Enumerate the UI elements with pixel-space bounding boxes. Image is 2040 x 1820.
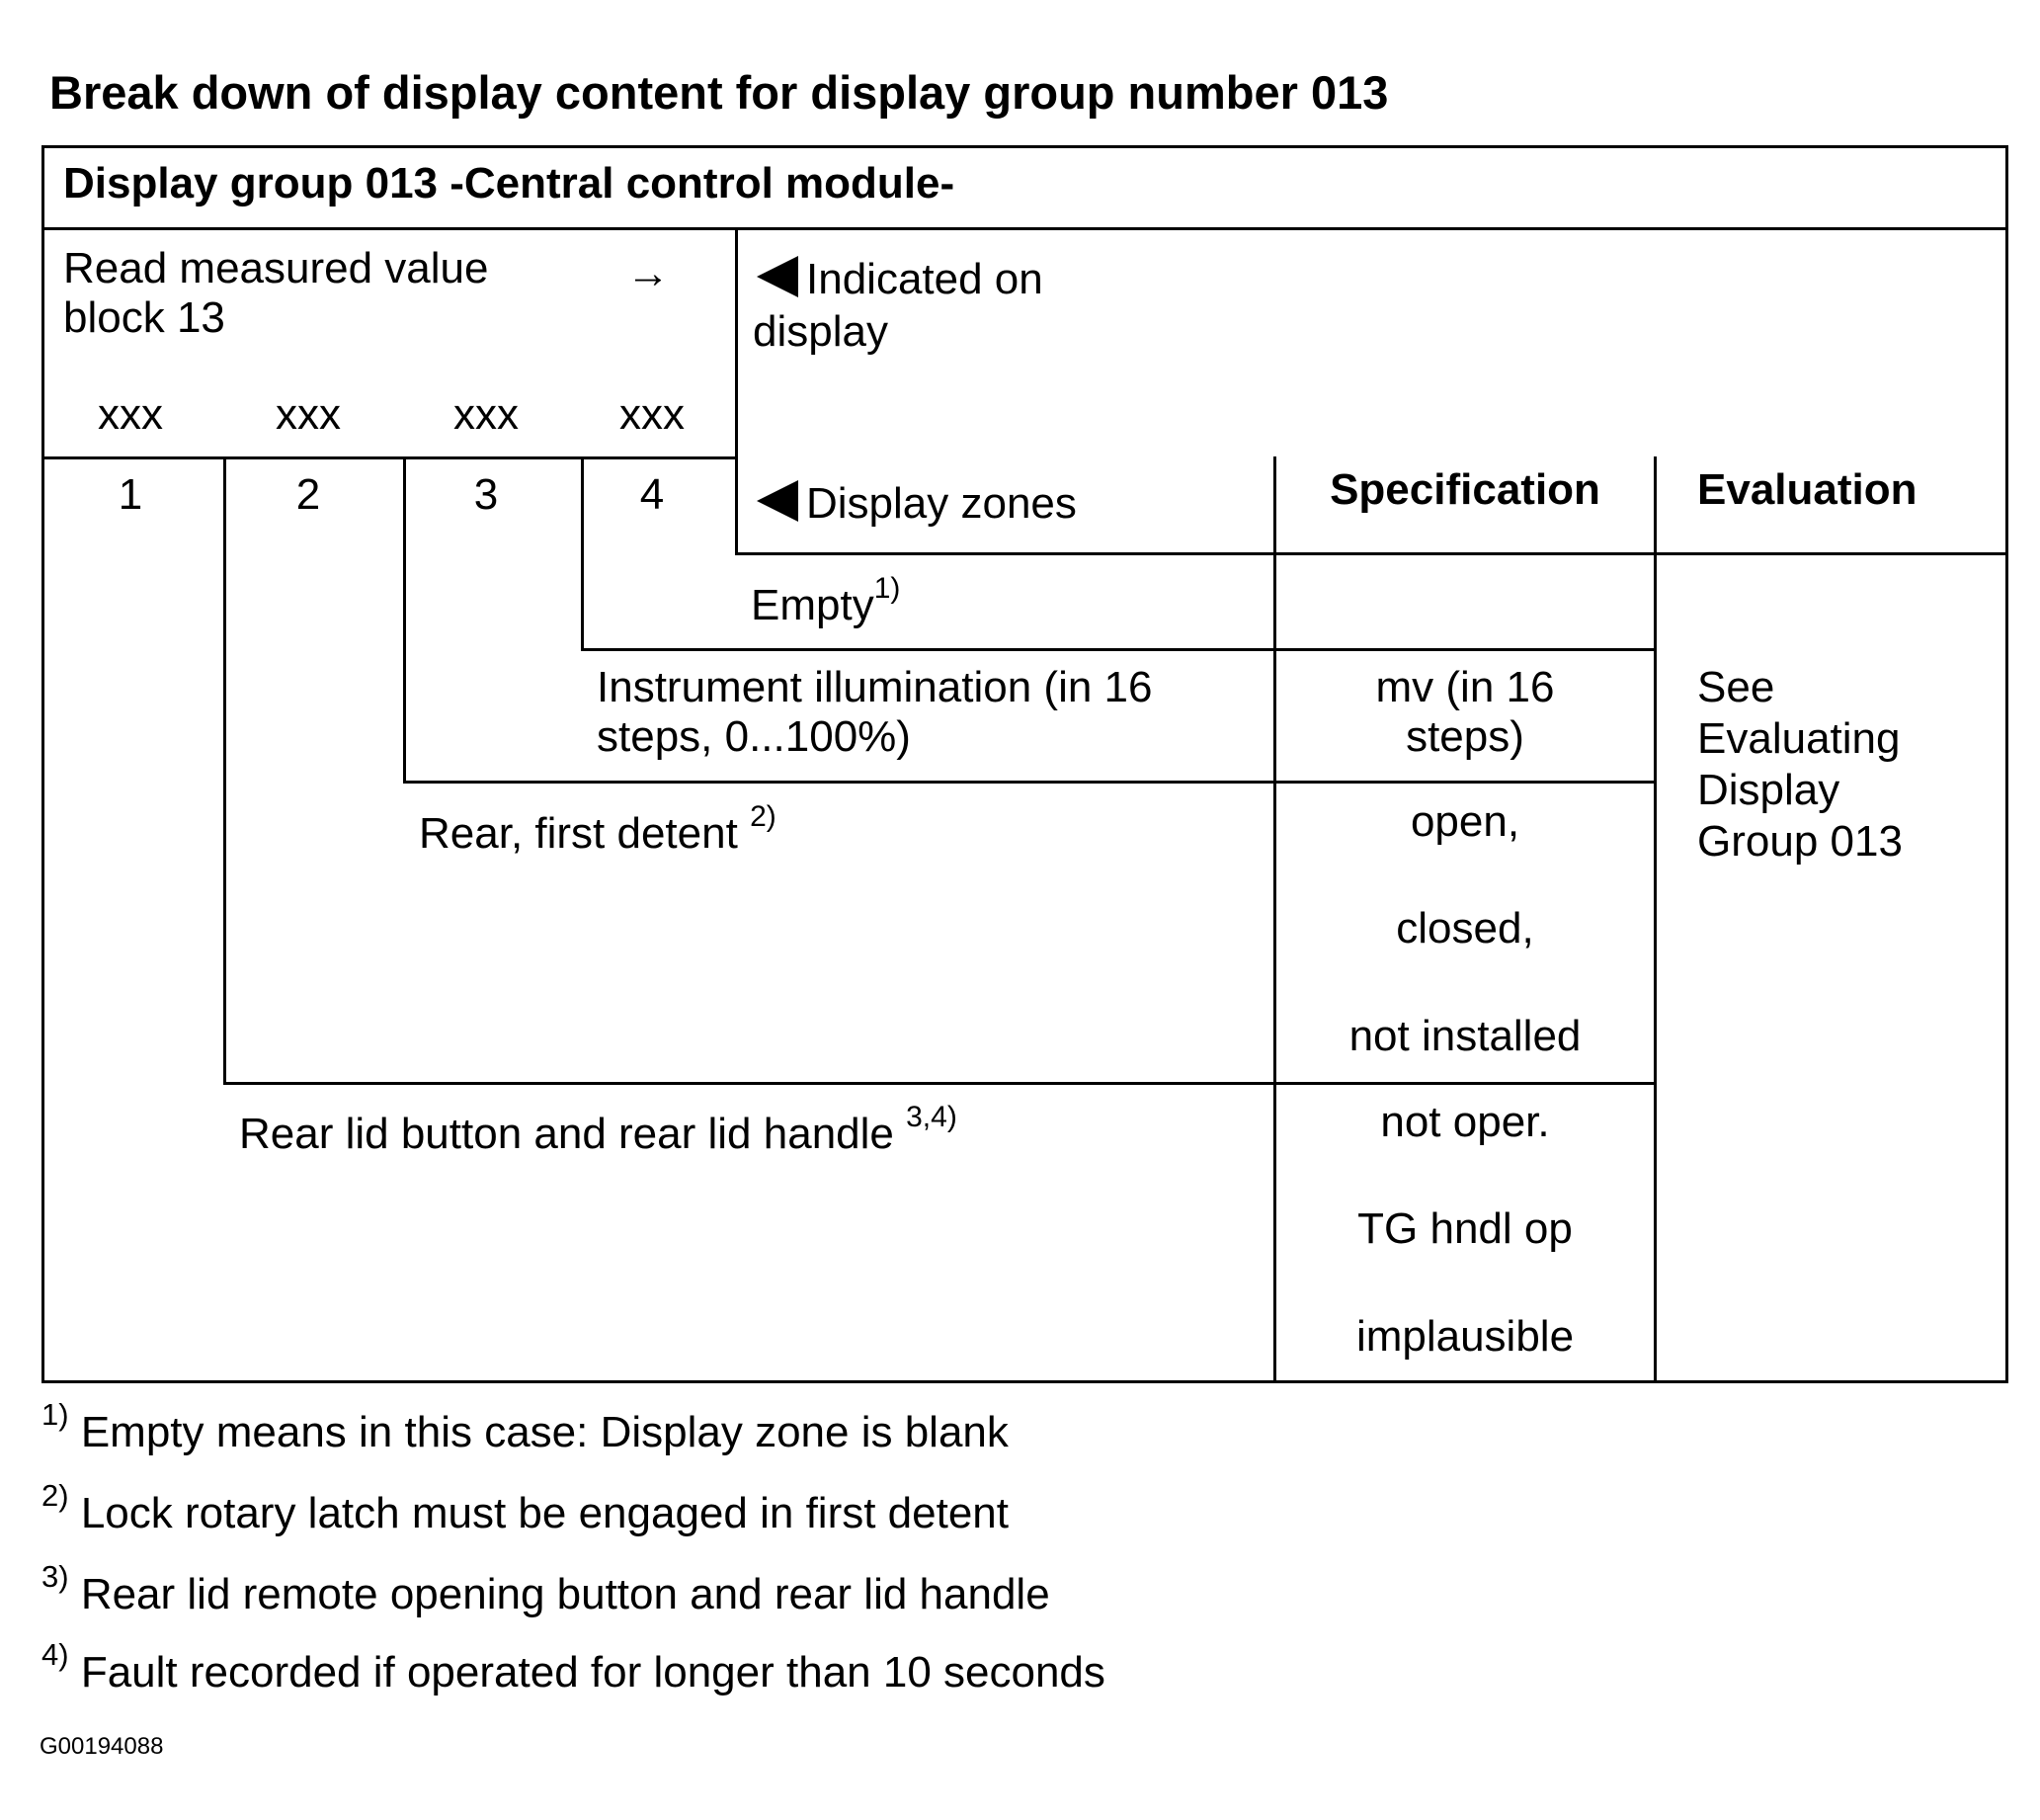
footnote-3-text: Rear lid remote opening button and rear … bbox=[80, 1570, 1050, 1618]
display-zones-text: Display zones bbox=[806, 479, 1077, 528]
evaluation-header: Evaluation bbox=[1697, 465, 1918, 514]
footnote-4-text: Fault recorded if operated for longer th… bbox=[80, 1648, 1105, 1696]
indicated-text: Indicated on bbox=[806, 255, 1043, 303]
zone-1-2-divider bbox=[223, 456, 226, 1085]
evaluation-line4: Group 013 bbox=[1697, 817, 1903, 866]
zones-header-divider bbox=[735, 552, 2008, 555]
zone-number-2: 2 bbox=[295, 470, 321, 519]
spec-illumination-line2: steps) bbox=[1406, 712, 1524, 761]
spec-rear-lid-2: TG hndl op bbox=[1357, 1204, 1573, 1253]
row-empty-footnote-ref: 1) bbox=[873, 572, 901, 606]
page-title: Break down of display content for displa… bbox=[49, 66, 1389, 119]
read-block-label-line2: block 13 bbox=[63, 293, 225, 342]
row-rear-lid-text: Rear lid button and rear lid handle bbox=[239, 1110, 894, 1158]
zone-number-1: 1 bbox=[118, 470, 143, 519]
row-3-divider bbox=[223, 1082, 1654, 1085]
placeholder-2: xxx bbox=[276, 390, 341, 439]
figure-code: G00194088 bbox=[40, 1733, 164, 1760]
spec-column-right bbox=[1654, 456, 1657, 1383]
footnote-1: 1) Empty means in this case: Display zon… bbox=[41, 1399, 1009, 1457]
footnote-1-mark: 1) bbox=[41, 1397, 69, 1433]
footnote-2: 2) Lock rotary latch must be engaged in … bbox=[41, 1480, 1010, 1538]
row-first-detent-label: Rear, first detent 2) bbox=[419, 802, 776, 860]
footnote-3: 3) Rear lid remote opening button and re… bbox=[41, 1561, 1050, 1619]
row-empty-label: Empty1) bbox=[751, 574, 900, 631]
row-2-divider bbox=[403, 781, 1654, 784]
row-rear-lid-footnote-ref: 3,4) bbox=[906, 1101, 957, 1134]
row-rear-lid-label: Rear lid button and rear lid handle 3,4) bbox=[239, 1103, 957, 1160]
zone-number-4: 4 bbox=[639, 470, 665, 519]
row-illumination-line2: steps, 0...100%) bbox=[597, 712, 911, 761]
read-block-divider bbox=[735, 227, 738, 555]
evaluation-line3: Display bbox=[1697, 766, 1840, 814]
specification-header: Specification bbox=[1330, 465, 1600, 514]
zone-3-4-divider bbox=[581, 456, 584, 650]
header-divider bbox=[41, 227, 2008, 230]
footnote-1-text: Empty means in this case: Display zone i… bbox=[80, 1408, 1009, 1456]
spec-first-detent-2: closed, bbox=[1396, 904, 1534, 952]
read-block-label-line1: Read measured value bbox=[63, 244, 489, 292]
footnote-4-mark: 4) bbox=[41, 1637, 69, 1673]
zone-2-3-divider bbox=[403, 456, 406, 783]
footnote-2-text: Lock rotary latch must be engaged in fir… bbox=[80, 1489, 1010, 1537]
row-first-detent-text: Rear, first detent bbox=[419, 809, 738, 858]
footnote-3-mark: 3) bbox=[41, 1559, 69, 1595]
evaluation-line2: Evaluating bbox=[1697, 714, 1901, 763]
display-group-table bbox=[41, 145, 2008, 1383]
placeholder-3: xxx bbox=[453, 390, 519, 439]
row-illumination-line1: Instrument illumination (in 16 bbox=[597, 663, 1153, 711]
placeholder-4: xxx bbox=[619, 390, 685, 439]
placeholder-divider bbox=[41, 456, 735, 459]
spec-illumination-line1: mv (in 16 bbox=[1375, 663, 1555, 711]
row-1-divider bbox=[581, 648, 1654, 651]
spec-first-detent-3: not installed bbox=[1348, 1012, 1582, 1060]
evaluation-line1: See bbox=[1697, 663, 1775, 711]
indicated-label-line2: display bbox=[753, 307, 888, 356]
spec-rear-lid-3: implausible bbox=[1355, 1312, 1575, 1361]
footnote-2-mark: 2) bbox=[41, 1478, 69, 1514]
spec-column-left bbox=[1273, 456, 1276, 1383]
row-empty-text: Empty bbox=[751, 581, 874, 629]
footnote-4: 4) Fault recorded if operated for longer… bbox=[41, 1639, 1105, 1697]
zone-number-3: 3 bbox=[473, 470, 499, 519]
spec-rear-lid-1: not oper. bbox=[1380, 1098, 1550, 1146]
arrow-right-icon: → bbox=[626, 249, 670, 297]
row-first-detent-footnote-ref: 2) bbox=[750, 800, 776, 834]
left-triangle-icon bbox=[757, 256, 798, 297]
placeholder-1: xxx bbox=[98, 390, 163, 439]
left-triangle-icon bbox=[757, 480, 798, 522]
indicated-label-line1: Indicated on bbox=[757, 254, 1043, 305]
spec-first-detent-1: open, bbox=[1410, 797, 1520, 846]
display-zones-label: Display zones bbox=[757, 478, 1077, 530]
table-header: Display group 013 -Central control modul… bbox=[63, 159, 955, 207]
